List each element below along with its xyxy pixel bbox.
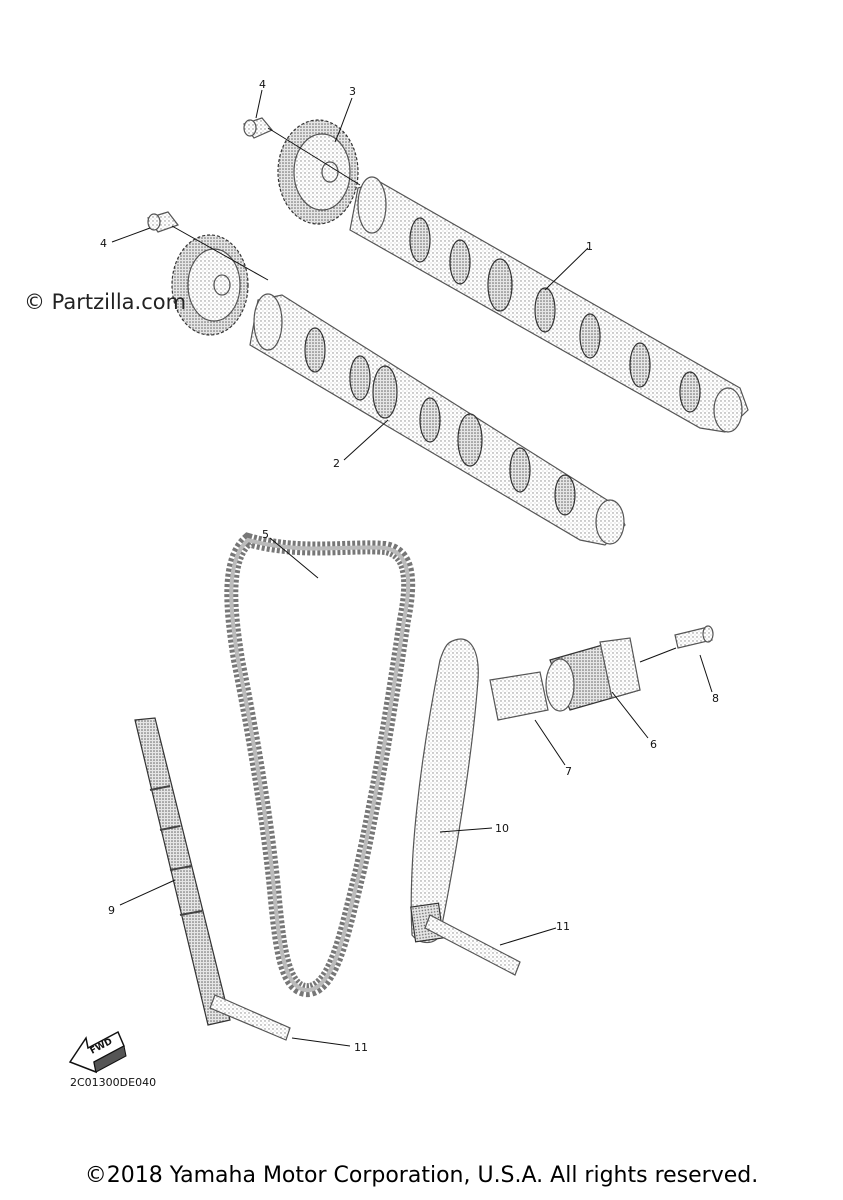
callout-9: 9 <box>108 904 115 917</box>
tensioner-bolt <box>674 625 714 649</box>
callout-11-right: 11 <box>556 920 570 933</box>
chain-tensioner <box>545 637 641 712</box>
callout-6: 6 <box>650 738 657 751</box>
fwd-arrow-icon: FWD <box>68 1030 127 1074</box>
guide-pin-left <box>209 994 291 1041</box>
watermark: © Partzilla.com <box>24 290 187 314</box>
callout-1: 1 <box>586 240 593 253</box>
diagram-code: 2C01300DE040 <box>70 1076 157 1089</box>
tensioner-gasket <box>489 671 549 721</box>
callout-8: 8 <box>712 692 719 705</box>
bolt-upper <box>243 117 273 139</box>
callout-7: 7 <box>565 765 572 778</box>
guide-pin-right <box>424 914 521 976</box>
callout-10: 10 <box>495 822 509 835</box>
cam-sprocket-lower <box>171 234 249 336</box>
callout-3: 3 <box>349 85 356 98</box>
leader-lines <box>111 89 713 1047</box>
cam-sprocket-upper <box>277 119 359 225</box>
callout-11-left: 11 <box>354 1041 368 1054</box>
callout-4-lower: 4 <box>100 237 107 250</box>
camshaft-upper <box>349 176 749 433</box>
cam-chain <box>224 532 416 998</box>
callout-4-upper: 4 <box>259 78 266 91</box>
chain-tensioner-guide <box>410 638 479 944</box>
copyright-notice: ©2018 Yamaha Motor Corporation, U.S.A. A… <box>84 1163 759 1188</box>
chain-guide <box>134 717 231 1026</box>
bolt-lower <box>147 211 179 233</box>
camshaft-lower <box>249 293 626 546</box>
callout-5: 5 <box>262 528 269 541</box>
callout-2: 2 <box>333 457 340 470</box>
